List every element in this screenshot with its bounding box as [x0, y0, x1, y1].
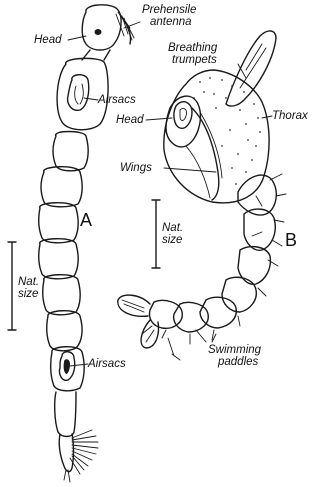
scale-bar-a: [8, 242, 16, 330]
pupa-head: [166, 96, 200, 147]
head-label-b: Head: [116, 114, 144, 126]
scale-label-a-line2: size: [18, 288, 39, 300]
scale-label-b-line2: size: [162, 234, 183, 246]
pupa-abdomen-segment: [150, 300, 183, 328]
panel-letter-a: A: [80, 210, 92, 231]
larva-head: [82, 5, 121, 50]
wings-label: Wings: [120, 162, 152, 174]
pupa-eye: [174, 102, 192, 129]
larva-segment: [39, 239, 78, 279]
swimming-paddles-line2: paddles: [208, 356, 261, 368]
breathing-trumpets-label: Breathing trumpets: [168, 42, 217, 66]
larva-siphon: [55, 392, 76, 437]
air-sacs-label-lower: Airsacs: [88, 358, 126, 370]
larva-eye: [95, 29, 102, 35]
pupa-cephalothorax: [164, 70, 269, 203]
larva-tail-bristles: [70, 430, 98, 474]
leader-line: [84, 98, 98, 100]
pupa-abdomen-segment: [222, 277, 256, 312]
pupa-bristles: [162, 174, 286, 344]
leader-line: [146, 118, 172, 120]
head-label-a: Head: [34, 34, 62, 46]
prehensile-antenna-label: Prehensile antenna: [142, 4, 196, 28]
pupa-drawing: [118, 31, 286, 360]
thorax-label: Thorax: [272, 110, 308, 122]
scale-label-a-line1: Nat.: [18, 276, 39, 288]
prehensile-antenna-line2: antenna: [142, 16, 196, 28]
swimming-paddles: [118, 295, 150, 316]
breathing-trumpets-line2: trumpets: [168, 54, 217, 66]
breathing-trumpets-line1: Breathing: [168, 42, 217, 54]
swimming-paddles-line1: Swimming: [208, 344, 261, 356]
leader-line: [70, 364, 88, 366]
scale-label-a: Nat. size: [18, 276, 39, 300]
scale-label-b-line1: Nat.: [162, 222, 183, 234]
scale-label-b: Nat. size: [162, 222, 183, 246]
larva-segment: [39, 203, 78, 243]
breathing-trumpet: [226, 31, 276, 106]
prehensile-antenna-line1: Prehensile: [142, 4, 196, 16]
scale-bar-b: [152, 200, 160, 268]
larva-segment: [53, 132, 88, 171]
panel-letter-b: B: [285, 230, 297, 251]
swimming-paddles-label: Swimming paddles: [208, 344, 261, 368]
larva-drawing: [39, 5, 140, 482]
larva-segment: [47, 311, 82, 351]
larva-segment: [41, 167, 82, 207]
larva-segment: [43, 275, 80, 315]
larva-air-sac-upper: [68, 75, 89, 111]
air-sacs-label-upper: Airsacs: [98, 94, 136, 106]
